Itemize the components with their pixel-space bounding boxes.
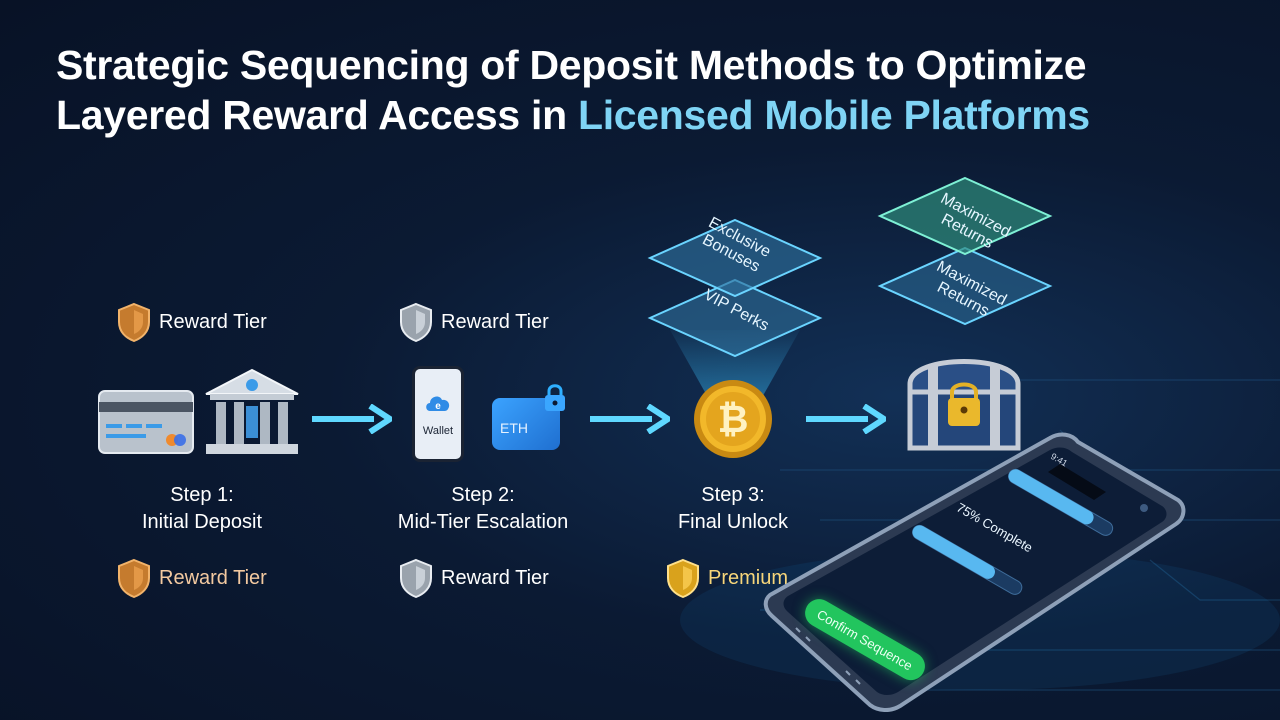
bottom-badge-2-label: Reward Tier — [441, 566, 549, 589]
bottom-badge-3: Premium — [664, 558, 788, 598]
step-3-subtitle: Final Unlock — [677, 511, 789, 533]
layer-vip-perks — [647, 278, 823, 358]
title-line2-prefix: Layered Reward Access in — [56, 92, 578, 138]
phone-progress-bar-top — [1008, 468, 1114, 536]
top-badge-2: Reward Tier — [397, 302, 549, 342]
step-2-subtitle: Mid-Tier Escalation — [397, 511, 569, 533]
bottom-badge-2: Reward Tier — [397, 558, 549, 598]
step-3-title: Step 3: — [701, 484, 765, 506]
layer-maximized-returns-1 — [877, 176, 1053, 256]
title-line1: Strategic Sequencing of Deposit Methods … — [56, 42, 1087, 88]
step-3-label: Step 3: Final Unlock — [650, 482, 816, 536]
silver-shield-icon — [400, 302, 432, 342]
bank-icon — [205, 368, 299, 454]
arrow-1-icon — [312, 404, 392, 434]
cloud-e-icon: e — [426, 396, 450, 412]
wallet-label: Wallet — [422, 425, 454, 437]
arrow-2-icon — [590, 404, 670, 434]
bitcoin-icon: ₿ — [694, 380, 772, 458]
phone-progress-fill — [912, 525, 995, 579]
bronze-shield-icon — [118, 302, 150, 342]
bottom-badge-3-label: Premium — [708, 566, 789, 589]
bronze-shield-icon — [118, 558, 150, 598]
title-line2: Layered Reward Access in Licensed Mobile… — [56, 90, 1236, 140]
bottom-badge-1: Reward Tier — [115, 558, 267, 598]
credit-card-icon — [98, 390, 194, 454]
padlock-icon — [545, 384, 565, 411]
phone-progress-bar — [912, 524, 1023, 595]
title-highlight: Licensed Mobile Platforms — [577, 92, 1090, 138]
layer-exclusive-bonuses — [647, 218, 823, 298]
top-badge-2-label: Reward Tier — [441, 310, 549, 333]
eth-label: ETH — [500, 420, 528, 436]
step-1-label: Step 1: Initial Deposit — [100, 482, 304, 536]
final-layers — [877, 176, 1053, 326]
arrow-3-icon — [806, 404, 886, 434]
top-badge-1-label: Reward Tier — [159, 310, 267, 333]
treasure-chest-icon — [907, 359, 1021, 451]
silver-shield-icon — [400, 558, 432, 598]
svg-text:e: e — [435, 401, 441, 412]
page-title: Strategic Sequencing of Deposit Methods … — [56, 40, 1236, 140]
layer-maximized-returns-2 — [877, 246, 1053, 326]
step-1-subtitle: Initial Deposit — [141, 511, 263, 533]
step-1-title: Step 1: — [170, 484, 234, 506]
eth-card-lock-icon: ETH — [492, 384, 565, 450]
svg-text:₿: ₿ — [718, 397, 749, 441]
step-2-title: Step 2: — [451, 484, 515, 506]
step3-layers-glow — [647, 218, 823, 410]
step-2-label: Step 2: Mid-Tier Escalation — [370, 482, 596, 536]
mobile-wallet-icon: e Wallet — [412, 366, 464, 462]
gold-shield-icon — [667, 558, 699, 598]
top-badge-1: Reward Tier — [115, 302, 267, 342]
bottom-badge-1-label: Reward Tier — [159, 566, 267, 589]
